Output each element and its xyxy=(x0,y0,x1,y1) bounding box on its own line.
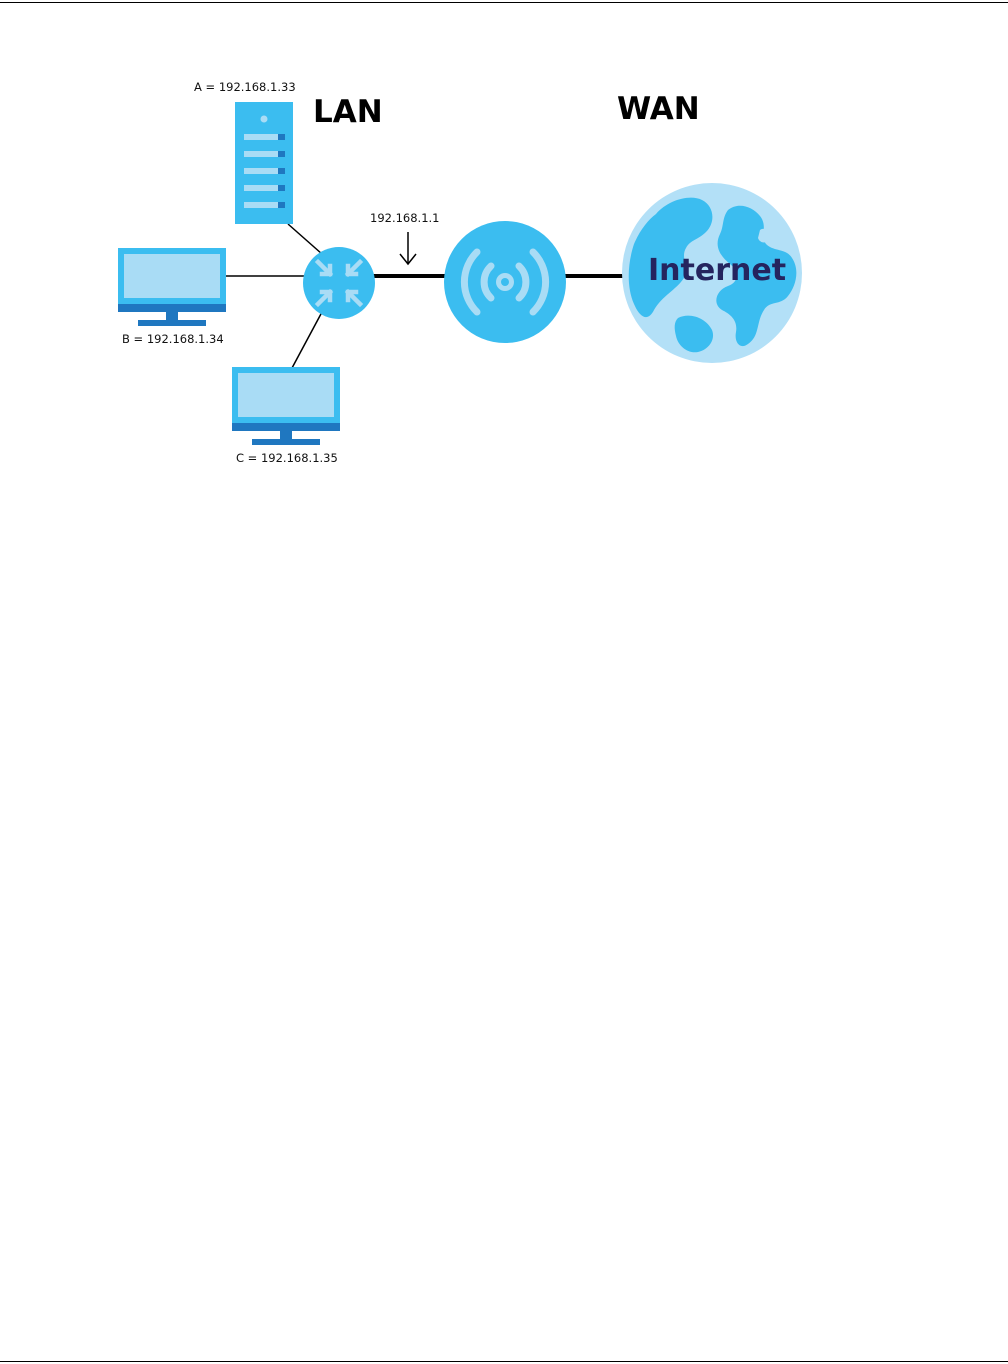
link-pc-c-switch xyxy=(292,312,322,368)
gateway-ip-label: 192.168.1.1 xyxy=(370,211,440,225)
host-a-label: A = 192.168.1.33 xyxy=(194,80,296,94)
gateway-arrow-icon xyxy=(400,232,416,264)
monitor-icon xyxy=(118,248,226,326)
server-icon xyxy=(235,102,293,224)
lan-label: LAN xyxy=(313,94,383,130)
network-diagram: A = 192.168.1.33 B = 192.168.1.34 C = 19… xyxy=(0,0,1008,480)
link-server-switch xyxy=(288,224,322,254)
internet-label: Internet xyxy=(648,253,786,288)
monitor-icon xyxy=(232,367,340,445)
host-b-label: B = 192.168.1.34 xyxy=(122,332,224,346)
host-c-label: C = 192.168.1.35 xyxy=(236,451,338,465)
bottom-rule xyxy=(0,1361,1008,1362)
switch-icon xyxy=(303,247,375,319)
wan-label: WAN xyxy=(617,91,700,127)
wireless-router-icon xyxy=(444,221,566,343)
